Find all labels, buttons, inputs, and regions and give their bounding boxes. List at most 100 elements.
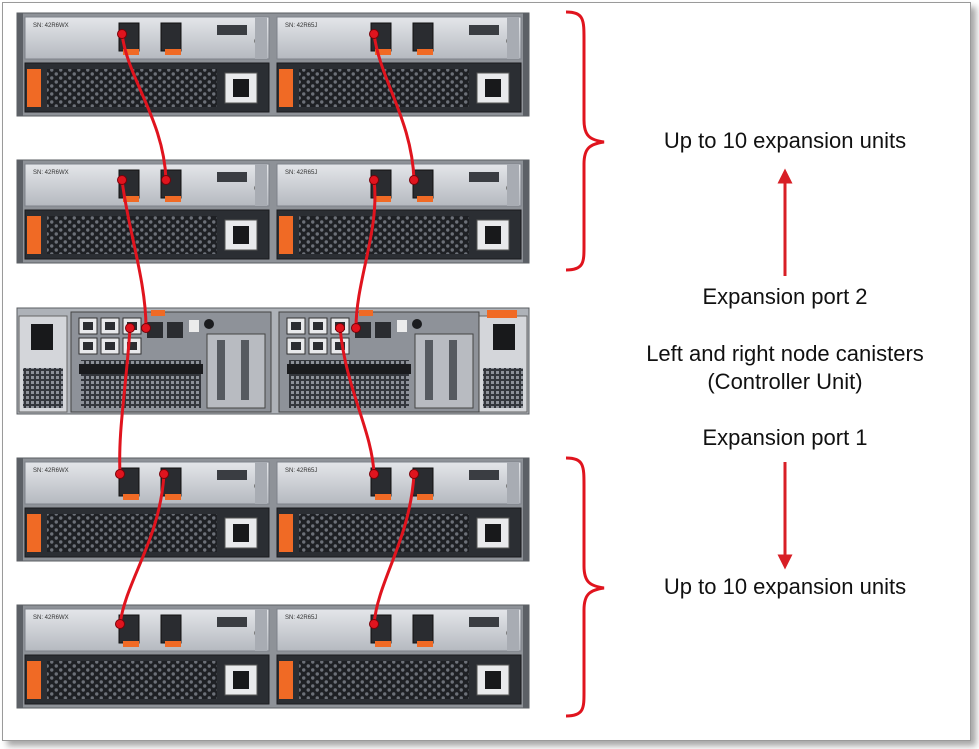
sas-port-2 bbox=[413, 23, 433, 51]
cable-connector bbox=[116, 470, 125, 479]
psu-release-latch bbox=[27, 69, 41, 107]
adapter-bracket bbox=[449, 340, 457, 400]
psu-latch bbox=[487, 310, 517, 318]
serial-number-label: SN: 42R65J bbox=[285, 468, 317, 474]
cable-connector bbox=[160, 470, 169, 479]
cable-connector bbox=[370, 470, 379, 479]
sas-expansion-port-2 bbox=[167, 322, 183, 338]
port-pull-tab bbox=[417, 641, 433, 647]
controller-unit-line: (Controller Unit) bbox=[600, 368, 970, 396]
enclosure-right-rail bbox=[523, 160, 529, 263]
adapter-slot bbox=[207, 334, 265, 408]
port-pull-tab bbox=[165, 196, 181, 202]
port-pull-tab bbox=[165, 494, 181, 500]
enclosure-left-rail bbox=[17, 458, 23, 561]
psu-release-latch bbox=[27, 216, 41, 254]
psu-release-latch bbox=[27, 514, 41, 552]
cable-connector bbox=[370, 620, 379, 629]
canister-handle bbox=[79, 364, 203, 374]
enclosure-right-rail bbox=[523, 605, 529, 708]
cable-connector bbox=[410, 176, 419, 185]
cable-connector bbox=[410, 470, 419, 479]
psu-fan-grille bbox=[47, 514, 217, 552]
management-port bbox=[469, 617, 499, 627]
sas-port-2 bbox=[161, 23, 181, 51]
management-port bbox=[469, 25, 499, 35]
cable-connector bbox=[126, 324, 135, 333]
sas-expansion-port-2 bbox=[375, 322, 391, 338]
psu-fan-grille bbox=[47, 69, 217, 107]
port-pull-tab bbox=[165, 641, 181, 647]
psu-release-latch bbox=[27, 661, 41, 699]
ethernet-socket bbox=[105, 342, 115, 350]
sas-port-2 bbox=[413, 615, 433, 643]
power-socket bbox=[233, 79, 249, 97]
controller-enclosure bbox=[17, 308, 529, 414]
management-port bbox=[469, 470, 499, 480]
cable-connector bbox=[118, 30, 127, 39]
enclosure-left-rail bbox=[17, 13, 23, 116]
psu-release-latch bbox=[279, 216, 293, 254]
canister-latch bbox=[359, 310, 373, 316]
cable-connector bbox=[370, 30, 379, 39]
curly-bracket-icon bbox=[566, 458, 604, 716]
cable-connector bbox=[162, 176, 171, 185]
psu-vent bbox=[23, 368, 63, 408]
power-socket bbox=[485, 671, 501, 689]
serial-number-label: SN: 42R6WX bbox=[33, 468, 69, 474]
serial-number-label: SN: 42R6WX bbox=[33, 170, 69, 176]
port-pull-tab bbox=[417, 49, 433, 55]
expansion-enclosure: SN: 42R6WX SN: 42R65J bbox=[17, 605, 529, 708]
psu-release-latch bbox=[279, 514, 293, 552]
canister-handle bbox=[255, 462, 267, 504]
canister-handle bbox=[507, 609, 519, 651]
psu-fan-grille bbox=[299, 514, 469, 552]
port-pull-tab bbox=[165, 49, 181, 55]
psu-release-latch bbox=[279, 69, 293, 107]
adapter-bracket bbox=[241, 340, 249, 400]
power-socket bbox=[485, 524, 501, 542]
management-port bbox=[469, 172, 499, 182]
port-pull-tab bbox=[375, 641, 391, 647]
serial-number-label: SN: 42R6WX bbox=[33, 615, 69, 621]
power-socket bbox=[233, 671, 249, 689]
serial-number-label: SN: 42R6WX bbox=[33, 23, 69, 29]
cable-connector bbox=[352, 324, 361, 333]
expansion-port-1-label: Expansion port 1 bbox=[620, 425, 950, 451]
curly-bracket-icon bbox=[566, 12, 604, 270]
cable-connector bbox=[116, 620, 125, 629]
port-pull-tab bbox=[123, 494, 139, 500]
serial-number-label: SN: 42R65J bbox=[285, 23, 317, 29]
canister-handle bbox=[255, 164, 267, 206]
cable-connector bbox=[370, 176, 379, 185]
psu-fan-grille bbox=[299, 216, 469, 254]
ethernet-socket bbox=[291, 342, 301, 350]
ethernet-socket bbox=[105, 322, 115, 330]
usb-port bbox=[397, 320, 407, 332]
management-port bbox=[217, 617, 247, 627]
node-canisters-label: Left and right node canisters (Controlle… bbox=[600, 340, 970, 396]
ethernet-socket bbox=[83, 322, 93, 330]
sas-port-2 bbox=[161, 615, 181, 643]
psu-fan-grille bbox=[299, 661, 469, 699]
cable-connector bbox=[336, 324, 345, 333]
ethernet-socket bbox=[313, 322, 323, 330]
port-pull-tab bbox=[417, 196, 433, 202]
top-expansion-units-label: Up to 10 expansion units bbox=[620, 128, 950, 154]
ethernet-socket bbox=[83, 342, 93, 350]
port-pull-tab bbox=[375, 494, 391, 500]
status-indicator-icon bbox=[412, 319, 422, 329]
bottom-expansion-units-label: Up to 10 expansion units bbox=[620, 574, 950, 600]
serial-number-label: SN: 42R65J bbox=[285, 615, 317, 621]
canister-handle bbox=[255, 17, 267, 59]
cable-connector bbox=[118, 176, 127, 185]
canister-handle bbox=[507, 17, 519, 59]
enclosure-left-rail bbox=[17, 605, 23, 708]
adapter-bracket bbox=[217, 340, 225, 400]
psu-vent bbox=[483, 368, 523, 408]
enclosure-right-rail bbox=[523, 458, 529, 561]
serial-number-label: SN: 42R65J bbox=[285, 170, 317, 176]
port-pull-tab bbox=[375, 196, 391, 202]
port-pull-tab bbox=[123, 641, 139, 647]
power-socket bbox=[485, 79, 501, 97]
